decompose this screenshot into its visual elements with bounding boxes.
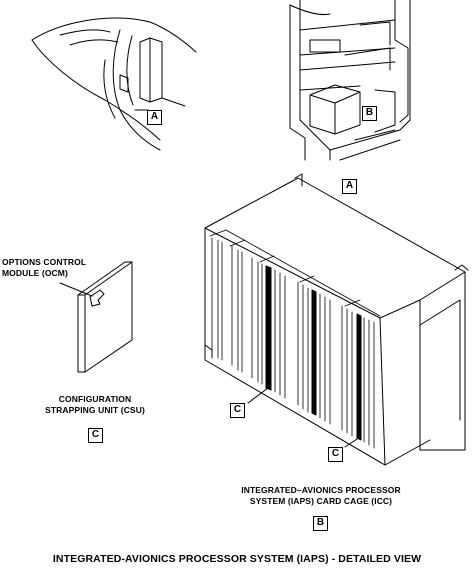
icc-label: INTEGRATED–AVIONICS PROCESSOR SYSTEM (IA… xyxy=(210,485,432,507)
csu-label-line1: CONFIGURATION xyxy=(58,394,132,404)
callout-b-ref: B xyxy=(313,516,328,531)
callout-c-cage-upper: C xyxy=(230,403,245,418)
callout-b-rack: B xyxy=(362,106,377,121)
callout-c-cage-lower: C xyxy=(328,447,343,462)
equipment-rack-illustration xyxy=(289,0,411,161)
icc-label-line1: INTEGRATED–AVIONICS PROCESSOR xyxy=(241,485,401,495)
callout-a-ref: A xyxy=(342,179,357,194)
aircraft-nose-illustration xyxy=(31,17,197,151)
ocm-label-line2: MODULE (OCM) xyxy=(2,268,68,278)
card-cage-illustration xyxy=(204,173,469,466)
csu-card-illustration xyxy=(59,261,133,373)
csu-label: CONFIGURATION STRAPPING UNIT (CSU) xyxy=(0,394,190,416)
callout-a-nose: A xyxy=(147,110,162,125)
ocm-label: OPTIONS CONTROL MODULE (OCM) xyxy=(2,257,86,279)
ocm-label-line1: OPTIONS CONTROL xyxy=(2,257,87,267)
figure-title: INTEGRATED-AVIONICS PROCESSOR SYSTEM (IA… xyxy=(52,553,422,565)
callout-c-csu: C xyxy=(88,428,103,443)
csu-label-line2: STRAPPING UNIT (CSU) xyxy=(45,405,145,415)
icc-label-line2: SYSTEM (IAPS) CARD CAGE (ICC) xyxy=(249,496,393,506)
